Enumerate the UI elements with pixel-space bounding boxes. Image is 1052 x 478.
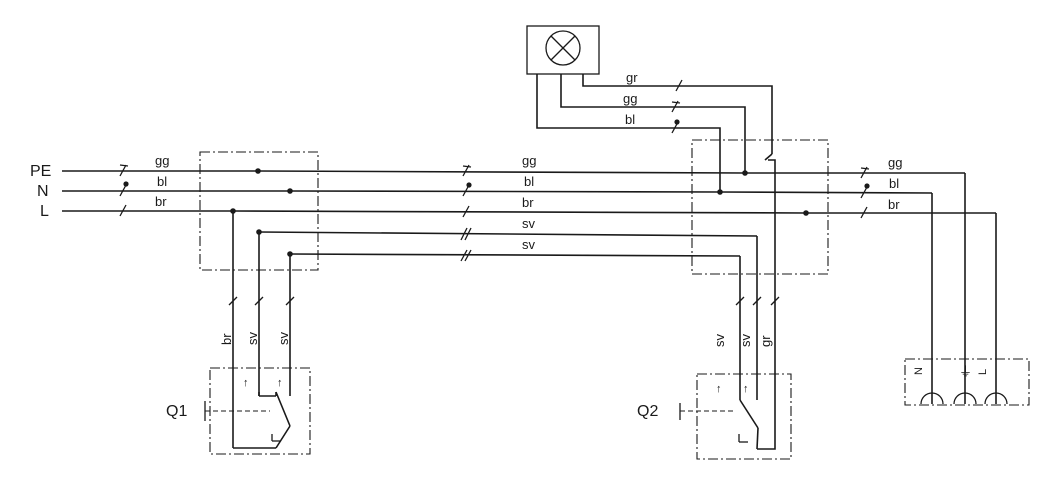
socket-terminal-pe	[953, 392, 977, 405]
wire-label-gr: gr	[626, 70, 638, 85]
wire-label-br: br	[888, 197, 900, 212]
junction-box-right	[691, 139, 829, 275]
switch-q2-box	[696, 373, 792, 460]
switch-q2: ↑ ↑	[679, 373, 792, 460]
switch-label-q2: Q2	[637, 403, 658, 420]
line-label-n: N	[37, 183, 49, 200]
q2-arrow-b: ↑	[743, 383, 749, 395]
wire-label-bl: bl	[157, 174, 167, 189]
q1-drops	[232, 211, 291, 449]
wire-label-gg: gg	[155, 153, 169, 168]
socket-terminal-l	[984, 392, 1008, 405]
wire-label-bl: bl	[625, 112, 635, 127]
socket-label-l: L	[977, 369, 989, 375]
socket-terminal-n	[920, 392, 944, 405]
switch-label-q1: Q1	[166, 403, 187, 420]
wire-label-br: br	[219, 333, 234, 345]
switch-q1: ↑ ↑	[204, 367, 311, 455]
wire-label-sv: sv	[276, 332, 291, 346]
wire-label-gr: gr	[758, 335, 773, 347]
wire-label-br: br	[155, 194, 167, 209]
wire-label-br: br	[522, 195, 534, 210]
lamp-icon	[545, 30, 581, 66]
wire-label-gg: gg	[623, 91, 637, 106]
wire-label-sv: sv	[712, 334, 727, 348]
socket-box	[904, 358, 1030, 406]
socket-wires	[931, 173, 997, 404]
socket-label-n: N	[913, 367, 925, 375]
lamp-wires	[536, 74, 776, 450]
wire-label-gg: gg	[522, 153, 536, 168]
q1-arrow-b: ↑	[277, 377, 283, 389]
socket-outlet: N ⏚ L	[904, 358, 1030, 406]
wire-label-sv: sv	[522, 216, 536, 231]
wire-label-sv: sv	[245, 332, 260, 346]
socket-earth-icon: ⏚	[959, 364, 972, 379]
wire-label-sv: sv	[522, 237, 536, 252]
wire-label-bl: bl	[889, 176, 899, 191]
line-label-pe: PE	[30, 163, 51, 180]
wire-label-gg: gg	[888, 155, 902, 170]
wire-label-bl: bl	[524, 174, 534, 189]
line-label-l: L	[40, 203, 49, 220]
q2-arrow-a: ↑	[716, 383, 722, 395]
traveler-lines	[258, 231, 758, 388]
junction-dots	[230, 168, 809, 257]
lamp-housing	[526, 25, 600, 75]
conductor-ticks	[119, 79, 870, 306]
q1-arrow-a: ↑	[243, 377, 249, 389]
wire-label-sv: sv	[738, 334, 753, 348]
